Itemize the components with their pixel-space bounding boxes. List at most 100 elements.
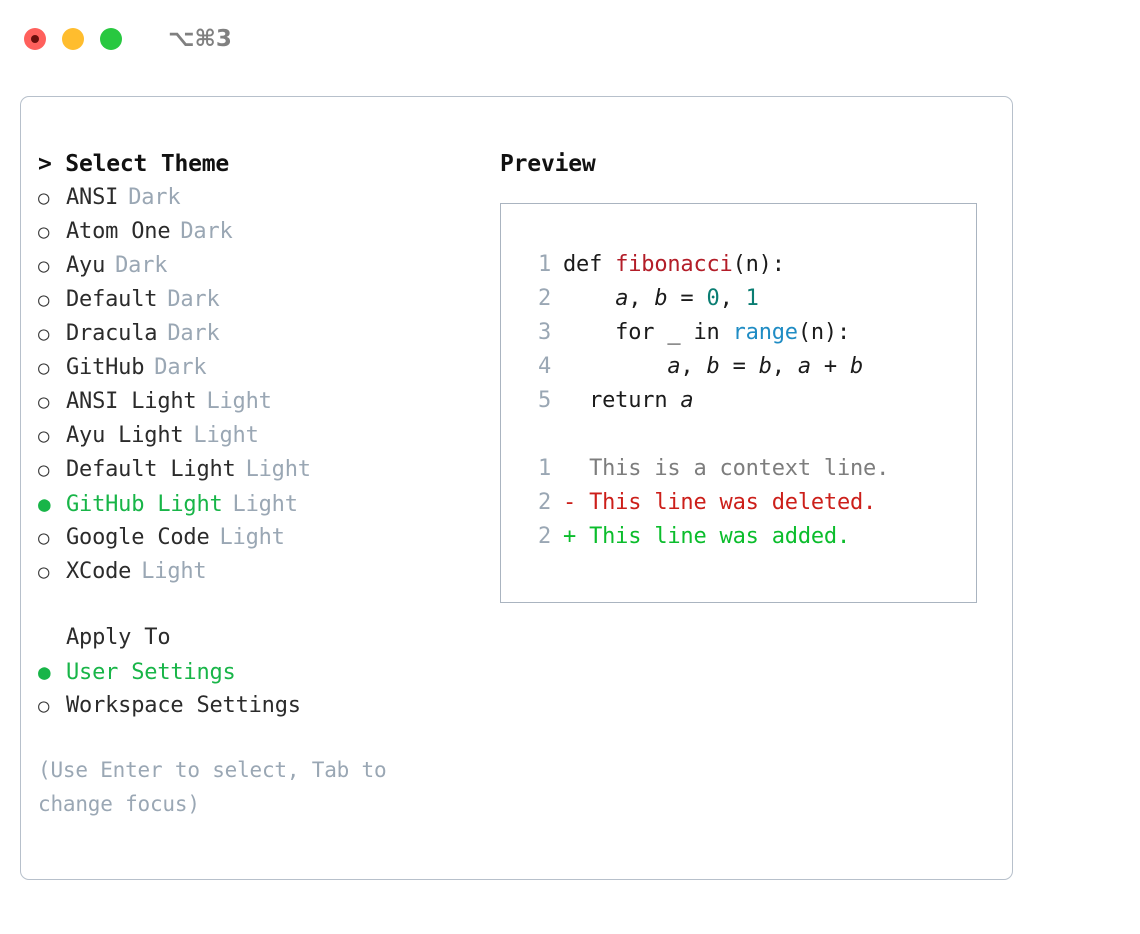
theme-list-item[interactable]: ○ ANSI Dark [38,181,488,215]
theme-list-item[interactable]: ○ Ayu Dark [38,249,488,283]
theme-variant-tag: Dark [128,185,181,210]
diff-line: 2- This line was deleted. [521,486,976,520]
line-number: 4 [537,354,551,379]
code-token: 1 [745,286,759,311]
theme-name-label: Default [66,287,158,312]
radio-unselected-icon[interactable]: ○ [38,221,50,243]
code-text: def fibonacci(n): [563,248,785,282]
code-token: + [810,354,851,379]
line-number: 2 [537,490,551,515]
keyboard-shortcut-label: ⌥⌘3 [168,26,232,52]
code-token: b [850,354,864,379]
code-token: (n): [797,320,851,345]
code-token: a [667,354,681,379]
theme-name-label: Default Light [66,457,236,482]
radio-unselected-icon[interactable]: ○ [38,357,50,379]
code-token [563,354,667,379]
code-token: a [615,286,629,311]
code-token: , [719,286,746,311]
code-token: , [771,354,798,379]
theme-name-label: ANSI Light [66,389,197,414]
apply-to-item[interactable]: ●User Settings [38,655,488,689]
diff-sample: 1 This is a context line.2- This line wa… [521,452,976,554]
diff-text: This line was deleted. [576,490,877,515]
radio-unselected-icon[interactable]: ○ [38,391,50,413]
theme-name-label: GitHub [66,355,145,380]
radio-unselected-icon[interactable]: ○ [38,323,50,345]
code-token: a [797,354,811,379]
line-number: 1 [537,456,551,481]
code-token: for [563,320,668,345]
radio-unselected-icon[interactable]: ○ [38,459,50,481]
code-text: return a [563,384,694,418]
diff-text: This line was added. [576,524,850,549]
theme-variant-tag: Light [219,525,285,550]
apply-to-list[interactable]: ●User Settings ○ Workspace Settings [38,655,488,723]
code-token: a [680,388,694,413]
radio-unselected-icon[interactable]: ○ [38,425,50,447]
line-number: 3 [537,320,551,345]
apply-to-label: Workspace Settings [66,693,301,718]
radio-unselected-icon[interactable]: ○ [38,561,50,583]
radio-unselected-icon[interactable]: ○ [38,255,50,277]
code-token: fibonacci [615,252,733,277]
theme-variant-tag: Light [245,457,311,482]
code-token: , [628,286,655,311]
code-line: 5 return a [521,384,976,418]
theme-name-label: ANSI [66,185,119,210]
minimize-button[interactable] [62,28,84,50]
code-token: return [563,388,681,413]
close-button[interactable] [24,28,46,50]
code-line: 2 a, b = 0, 1 [521,282,976,316]
theme-variant-tag: Dark [115,253,168,278]
spacer [38,589,488,621]
theme-variant-tag: Light [206,389,272,414]
theme-name-label: Ayu [66,253,106,278]
code-token: _ [667,320,681,345]
radio-selected-icon[interactable]: ● [38,492,51,516]
radio-unselected-icon[interactable]: ○ [38,695,50,717]
theme-variant-tag: Dark [154,355,207,380]
theme-list-item[interactable]: ○ ANSI Light Light [38,385,488,419]
radio-unselected-icon[interactable]: ○ [38,289,50,311]
line-number: 5 [537,388,551,413]
theme-name-label: Dracula [66,321,158,346]
code-line: 3 for _ in range(n): [521,316,976,350]
theme-variant-tag: Light [193,423,259,448]
theme-name-label: XCode [66,559,132,584]
code-line: 4 a, b = b, a + b [521,350,976,384]
theme-name-label: GitHub Light [66,492,223,517]
radio-selected-icon[interactable]: ● [38,660,51,684]
spacer [38,723,488,753]
code-token: = [719,354,759,379]
apply-to-item[interactable]: ○ Workspace Settings [38,689,488,723]
code-token: , [680,354,707,379]
theme-list-item[interactable]: ○ GitHub Dark [38,351,488,385]
diff-sign [563,452,576,486]
keyboard-hint-text: (Use Enter to select, Tab to change focu… [38,758,399,816]
maximize-button[interactable] [100,28,122,50]
window-controls [24,28,122,50]
code-token: (n): [732,252,785,277]
code-token: b [758,354,772,379]
theme-variant-tag: Dark [180,219,233,244]
theme-list-item[interactable]: ○ Default Light Light [38,453,488,487]
radio-unselected-icon[interactable]: ○ [38,187,50,209]
line-number: 2 [537,524,551,549]
code-token: range [732,320,798,345]
code-token: b [654,286,668,311]
select-theme-heading: > Select Theme [38,151,230,177]
radio-unselected-icon[interactable]: ○ [38,527,50,549]
